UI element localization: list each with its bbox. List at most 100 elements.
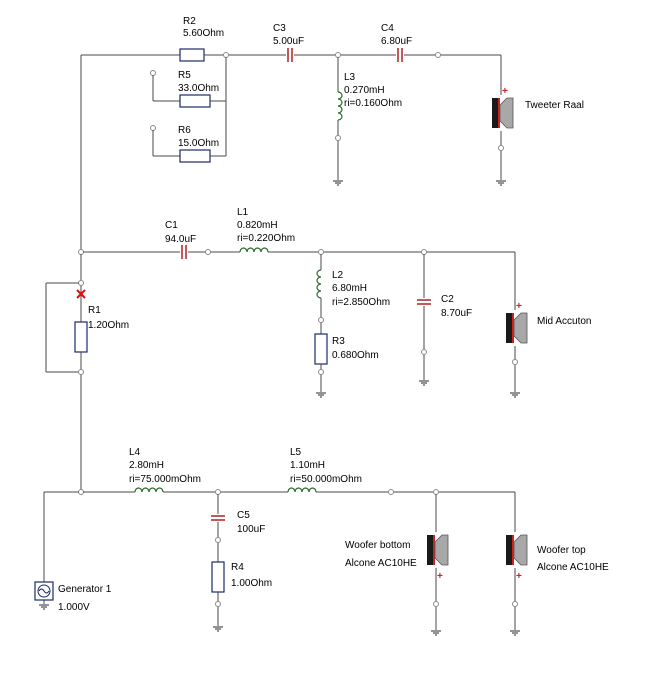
r3-value: 0.680Ohm [332, 350, 379, 361]
node[interactable] [421, 249, 427, 255]
inductor-l3[interactable] [337, 91, 343, 121]
r6-name: R6 [178, 125, 191, 136]
node[interactable] [150, 70, 156, 76]
ground-icon [510, 392, 520, 398]
woofer-bottom-label-1: Woofer bottom [345, 540, 410, 551]
node[interactable] [78, 280, 84, 286]
r4-value: 1.00Ohm [231, 578, 272, 589]
l4-value: 2.80mH [129, 460, 164, 471]
c2-value: 8.70uF [441, 308, 472, 319]
inductor-l1[interactable] [239, 247, 269, 253]
woofer-top-label-1: Woofer top [537, 545, 586, 556]
node[interactable] [205, 249, 211, 255]
resistor-r4[interactable] [211, 561, 225, 593]
node[interactable] [433, 601, 439, 607]
ground-icon [39, 604, 49, 610]
r5-value: 33.0Ohm [178, 83, 219, 94]
ground-icon [316, 392, 326, 398]
l3-ri: ri=0.160Ohm [344, 98, 402, 109]
node[interactable] [512, 601, 518, 607]
l4-name: L4 [129, 447, 141, 458]
svg-text:+: + [437, 571, 443, 582]
node[interactable] [435, 52, 441, 58]
node[interactable] [335, 52, 341, 58]
l1-value: 0.820mH [237, 220, 278, 231]
c5-value: 100uF [237, 524, 265, 535]
ground-icon [431, 630, 441, 636]
l1-name: L1 [237, 207, 249, 218]
l1-ri: ri=0.220Ohm [237, 233, 295, 244]
r1-section: R1 1.20Ohm [45, 254, 129, 490]
svg-text:+: + [516, 301, 522, 312]
c3-name: C3 [273, 23, 286, 34]
resistor-r2[interactable] [179, 48, 205, 62]
resistor-r5[interactable] [179, 94, 211, 108]
node[interactable] [433, 489, 439, 495]
node[interactable] [78, 369, 84, 375]
node[interactable] [388, 489, 394, 495]
r2-name: R2 [183, 16, 196, 27]
svg-text:+: + [502, 86, 508, 97]
r1-value: 1.20Ohm [88, 320, 129, 331]
c3-value: 5.00uF [273, 36, 304, 47]
woofer-bottom-speaker-icon[interactable]: + [427, 534, 449, 582]
l2-ri: ri=2.850Ohm [332, 297, 390, 308]
mid-speaker-icon[interactable]: + [506, 301, 528, 344]
l3-value: 0.270mH [344, 85, 385, 96]
l2-name: L2 [332, 270, 344, 281]
node[interactable] [78, 249, 84, 255]
node[interactable] [223, 52, 229, 58]
tweeter-speaker-icon[interactable]: + [492, 86, 514, 129]
r1-name: R1 [88, 305, 101, 316]
node[interactable] [498, 145, 504, 151]
inductor-l4[interactable] [134, 487, 164, 493]
node[interactable] [318, 249, 324, 255]
generator-value: 1.000V [58, 602, 90, 613]
mid-label: Mid Accuton [537, 316, 591, 327]
node[interactable] [215, 601, 221, 607]
c1-name: C1 [165, 220, 178, 231]
tweeter-section: R2 5.60Ohm C3 5.00uF C4 6.80uF R5 33.0Oh… [80, 16, 584, 252]
mid-section: C1 94.0uF L1 0.820mH ri=0.220Ohm L2 6.80… [78, 207, 591, 398]
woofer-section: L4 2.80mH ri=75.000mOhm L5 1.10mH ri=50.… [34, 447, 609, 636]
c4-value: 6.80uF [381, 36, 412, 47]
l2-value: 6.80mH [332, 283, 367, 294]
c5-name: C5 [237, 510, 250, 521]
c2-name: C2 [441, 294, 454, 305]
woofer-bottom-label-2: Alcone AC10HE [345, 558, 417, 569]
r6-value: 15.0Ohm [178, 138, 219, 149]
node[interactable] [318, 317, 324, 323]
node[interactable] [335, 135, 341, 141]
woofer-top-speaker-icon[interactable]: + [506, 534, 528, 582]
generator-icon[interactable] [34, 581, 54, 601]
ground-icon [419, 380, 429, 386]
r3-name: R3 [332, 336, 345, 347]
node[interactable] [421, 349, 427, 355]
ground-icon [213, 626, 223, 632]
l5-name: L5 [290, 447, 302, 458]
ground-icon [333, 180, 343, 186]
open-circuit-marker-icon[interactable] [76, 289, 86, 299]
generator-name: Generator 1 [58, 584, 112, 595]
c1-value: 94.0uF [165, 234, 196, 245]
svg-text:+: + [516, 571, 522, 582]
ground-icon [510, 630, 520, 636]
l5-value: 1.10mH [290, 460, 325, 471]
node[interactable] [150, 125, 156, 131]
resistor-r1[interactable] [74, 321, 88, 353]
r2-value: 5.60Ohm [183, 28, 224, 39]
r5-name: R5 [178, 70, 191, 81]
tweeter-label: Tweeter Raal [525, 100, 584, 111]
ground-icon [496, 180, 506, 186]
inductor-l2[interactable] [316, 269, 322, 299]
node[interactable] [215, 537, 221, 543]
resistor-r3[interactable] [314, 333, 328, 365]
node[interactable] [318, 369, 324, 375]
inductor-l5[interactable] [287, 487, 317, 493]
l4-ri: ri=75.000mOhm [129, 474, 201, 485]
node[interactable] [78, 489, 84, 495]
node[interactable] [512, 359, 518, 365]
resistor-r6[interactable] [179, 149, 211, 163]
node[interactable] [215, 489, 221, 495]
